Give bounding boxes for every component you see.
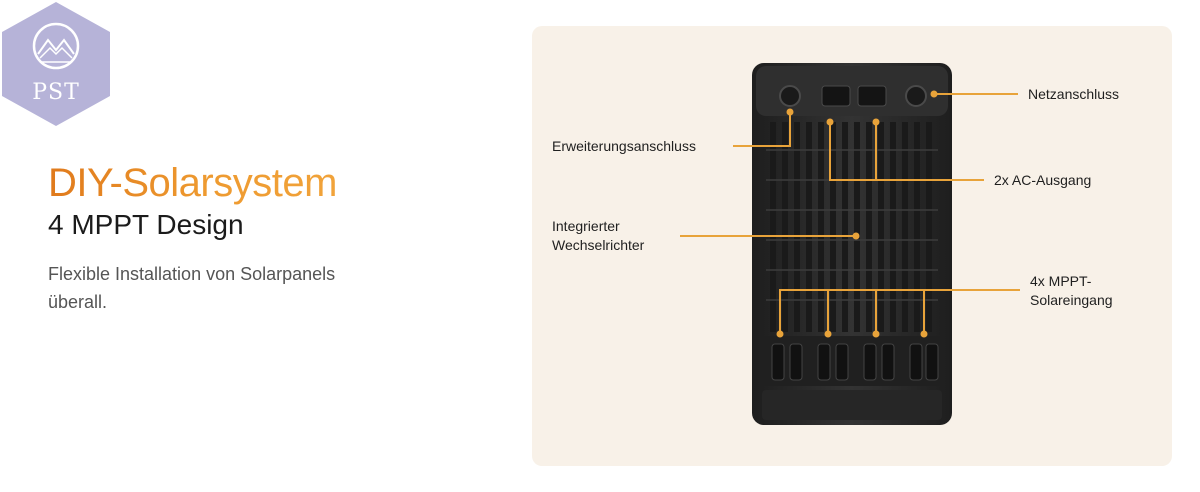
label-ac-output: 2x AC-Ausgang — [994, 172, 1092, 188]
label-expansion-port: Erweiterungsanschluss — [552, 138, 696, 154]
hexagon-logo-icon — [2, 2, 110, 126]
label-mppt-input: 4x MPPT- Solareingang — [1030, 273, 1113, 308]
brand-logo: PST — [0, 0, 112, 128]
headline: DIY-Solarsystem — [48, 161, 337, 205]
subhead: 4 MPPT Design — [48, 209, 244, 240]
logo-text: PST — [32, 80, 80, 105]
label-grid-connection: Netzanschluss — [1028, 86, 1120, 102]
description: Flexible Installation von Solarpanels üb… — [48, 264, 336, 312]
label-integrated-inverter: Integrierter Wechselrichter — [552, 218, 645, 253]
